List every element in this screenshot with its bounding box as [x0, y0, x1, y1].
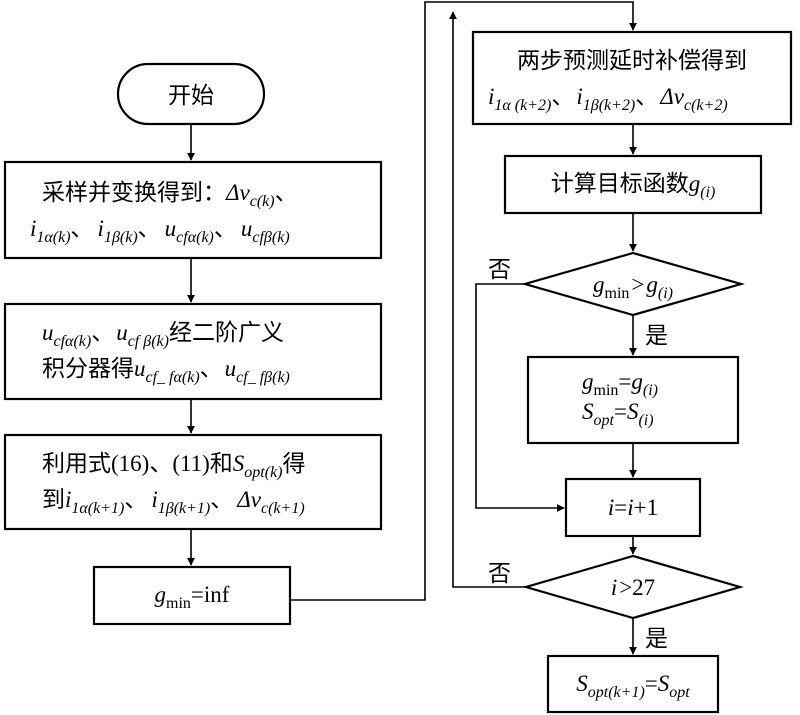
arrow-loop-back — [449, 11, 526, 588]
sample-line-2: i1α(k)、i1β(k)、ucfα(k)、ucfβ(k) — [30, 216, 290, 246]
loop-check-no-label: 否 — [488, 561, 511, 586]
output-label: Sopt(k+1)=Sopt — [576, 671, 690, 701]
compare-decision: gmin>g(i) — [521, 251, 745, 317]
predict-k1-node: 利用式(16)、(11)和Sopt(k)得 到i1α(k+1)、i1β(k+1)… — [3, 433, 383, 531]
update-line-1: gmin=g(i) — [582, 369, 658, 399]
integrator-line-1: ucfα(k)、ucf β(k)经二阶广义 — [42, 320, 284, 350]
start-label: 开始 — [168, 83, 214, 108]
predict-k2-line-2: i1α (k+2)、i1β(k+2)、Δvc(k+2) — [488, 84, 728, 114]
sample-line-1: 采样并变换得到：Δvc(k)、 — [42, 180, 298, 210]
objective-label: 计算目标函数g(i) — [551, 171, 716, 201]
loop-check-label: i>27 — [611, 575, 655, 600]
integrator-node: ucfα(k)、ucf β(k)经二阶广义 积分器得ucf_ fα(k)、ucf… — [3, 302, 383, 401]
objective-node: 计算目标函数g(i) — [503, 154, 763, 215]
predict-k2-title: 两步预测延时补偿得到 — [517, 48, 747, 73]
output-node: Sopt(k+1)=Sopt — [546, 654, 720, 714]
increment-label: i=i+1 — [608, 495, 658, 520]
arrow-gmin-to-predict2 — [290, 1, 637, 601]
loop-check-yes-label: 是 — [645, 626, 668, 651]
compare-label: gmin>g(i) — [593, 272, 673, 302]
predict-k1-line-2: 到i1α(k+1)、i1β(k+1)、Δvc(k+1) — [42, 487, 305, 517]
sample-node: 采样并变换得到：Δvc(k)、 i1α(k)、i1β(k)、ucfα(k)、uc… — [3, 160, 383, 260]
update-node: gmin=g(i) Sopt=S(i) — [526, 355, 740, 445]
compare-yes-label: 是 — [645, 323, 668, 348]
compare-no-label: 否 — [488, 257, 511, 282]
integrator-line-2: 积分器得ucf_ fα(k)、ucf_ fβ(k) — [42, 356, 290, 386]
predict-k2-node: 两步预测延时补偿得到 i1α (k+2)、i1β(k+2)、Δvc(k+2) — [471, 30, 793, 126]
start-node: 开始 — [116, 62, 266, 126]
loop-check-decision: i>27 — [522, 554, 744, 620]
increment-node: i=i+1 — [564, 477, 702, 538]
arrow-compare-no — [475, 283, 565, 512]
gmin-init-node: gmin=inf — [92, 565, 292, 626]
predict-k1-line-1: 利用式(16)、(11)和Sopt(k)得 — [42, 451, 306, 481]
gmin-init-label: gmin=inf — [155, 582, 230, 612]
update-line-2: Sopt=S(i) — [582, 399, 654, 429]
